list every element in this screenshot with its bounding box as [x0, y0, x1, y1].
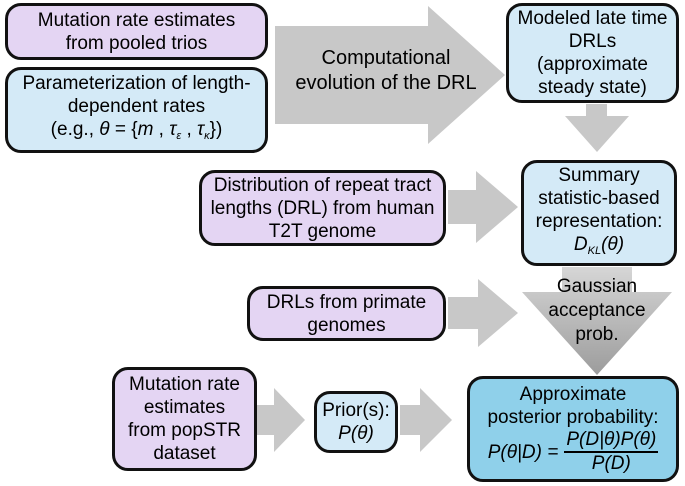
- arrow-popstr-to-prior: [256, 388, 305, 452]
- parameterization-line-2: dependent rates: [67, 96, 206, 117]
- primate-line-1: DRLs from primate: [266, 291, 427, 313]
- computational-label-line-2: evolution of the DRL: [295, 72, 477, 94]
- popstr-box: Mutation rate estimates from popSTR data…: [112, 367, 257, 471]
- gaussian-label-line-2: acceptance: [548, 300, 646, 321]
- arrow-modeled-to-summary: [565, 104, 629, 152]
- posterior-box: Approximate posterior probability: P(θ|D…: [467, 376, 679, 482]
- bayes-formula: P(θ|D) = P(D|θ)P(θ) P(D): [488, 429, 659, 475]
- arrow-primate-to-gaussian: [448, 279, 518, 347]
- popstr-line-3: from popSTR: [128, 420, 241, 441]
- distribution-line-2: lengths (DRL) from human: [210, 197, 435, 219]
- formula-sep-1: ,: [153, 119, 170, 140]
- fraction-numerator: P(D|θ)P(θ): [564, 429, 659, 453]
- popstr-line-4: dataset: [153, 443, 216, 464]
- mutation-trios-box: Mutation rate estimates from pooled trio…: [5, 3, 268, 60]
- tau-subscript-kappa: κ: [204, 130, 210, 142]
- parameterization-line-1: Parameterization of length-: [22, 73, 251, 94]
- distribution-box: Distribution of repeat tract lengths (DR…: [199, 170, 446, 246]
- distribution-line-3: T2T genome: [268, 220, 377, 242]
- posterior-line-2: posterior probability:: [487, 407, 659, 428]
- mutation-trios-line-1: Mutation rate estimates: [37, 9, 236, 31]
- summary-line-3: representation:: [535, 210, 663, 232]
- modeled-line-2: DRLs: [568, 31, 617, 52]
- formula-prefix: (e.g.,: [50, 119, 100, 140]
- mutation-trios-line-2: from pooled trios: [65, 32, 208, 54]
- bayes-fraction: P(D|θ)P(θ) P(D): [564, 429, 659, 475]
- arrow-distribution-to-summary: [448, 171, 518, 243]
- kl-subscript: KL: [587, 244, 602, 257]
- fraction-denominator: P(D): [591, 453, 631, 474]
- posterior-line-1: Approximate: [519, 384, 627, 405]
- gaussian-arrow: [522, 267, 672, 375]
- summary-statistic-box: Summary statistic-based representation: …: [521, 160, 677, 266]
- theta-symbol: θ: [99, 119, 110, 140]
- d-symbol: D: [573, 233, 588, 255]
- gaussian-label-line-3: prob.: [575, 324, 619, 345]
- modeled-late-time-box: Modeled late time DRLs (approximate stea…: [506, 3, 679, 103]
- summary-line-2: statistic-based: [538, 187, 660, 209]
- popstr-line-1: Mutation rate: [129, 374, 240, 395]
- prior-box: Prior(s): P(θ): [314, 391, 398, 453]
- prior-line-1: Prior(s):: [322, 400, 390, 421]
- formula-close: }): [209, 119, 223, 140]
- computational-label-line-1: Computational: [321, 47, 451, 69]
- popstr-line-2: estimates: [143, 397, 226, 418]
- prior-formula: P(θ): [338, 423, 374, 444]
- computational-arrow-label: Computational evolution of the DRL: [276, 46, 496, 96]
- modeled-line-3: (approximate: [537, 54, 648, 75]
- modeled-line-4: steady state): [538, 77, 647, 98]
- tau-symbol-2: τ: [197, 119, 205, 140]
- formula-eq: = {: [109, 119, 138, 140]
- formula-sep-2: ,: [181, 119, 198, 140]
- gaussian-label-line-1: Gaussian: [556, 276, 638, 297]
- primate-drl-box: DRLs from primate genomes: [247, 286, 446, 341]
- primate-line-2: genomes: [307, 314, 386, 336]
- gaussian-arrow-label: Gaussian acceptance prob.: [542, 275, 652, 347]
- summary-line-1: Summary: [558, 164, 640, 186]
- posterior-lhs: P(θ|D) =: [487, 441, 559, 463]
- tau-subscript-epsilon: ε: [176, 130, 182, 142]
- computational-arrow: [275, 6, 505, 144]
- modeled-line-1: Modeled late time: [517, 8, 668, 29]
- m-symbol: m: [137, 119, 154, 140]
- theta-argument: (θ): [601, 233, 625, 255]
- distribution-line-1: Distribution of repeat tract: [213, 174, 432, 196]
- arrow-prior-to-posterior: [400, 388, 452, 452]
- tau-symbol-1: τ: [169, 119, 177, 140]
- parameterization-box: Parameterization of length- dependent ra…: [5, 67, 268, 153]
- dkl-formula: DKL(θ): [574, 233, 624, 263]
- parameterization-formula: (e.g., θ = {m , τε , τκ}): [51, 118, 223, 148]
